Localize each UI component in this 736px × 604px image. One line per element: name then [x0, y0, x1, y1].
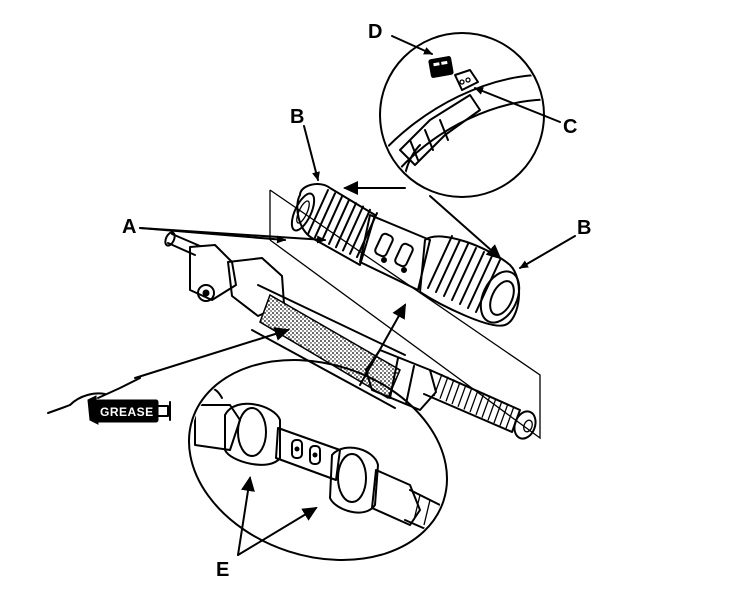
- label-e: E: [216, 559, 229, 581]
- label-a: A: [122, 216, 136, 238]
- rack-thread: [423, 369, 521, 433]
- grease-label: GREASE: [100, 405, 154, 419]
- left-boot: [290, 183, 378, 266]
- label-b-left: B: [290, 106, 304, 128]
- e-detail-oval: [188, 359, 471, 561]
- exploded-view-frame: [269, 189, 541, 440]
- boot-assembly: [290, 183, 521, 327]
- clamp-detail-circle: [379, 32, 545, 198]
- steering-rack-housing: [164, 231, 537, 440]
- label-d: D: [368, 21, 382, 43]
- right-boot: [419, 235, 521, 327]
- boot-center-sleeve: [359, 214, 431, 291]
- callout-labels: D C B B A E: [122, 21, 591, 581]
- grease-tube: GREASE: [47, 377, 171, 425]
- grease-tube-body: [95, 399, 159, 423]
- leader-lines: [134, 35, 576, 556]
- label-c: C: [563, 116, 577, 138]
- label-b-right: B: [577, 217, 591, 239]
